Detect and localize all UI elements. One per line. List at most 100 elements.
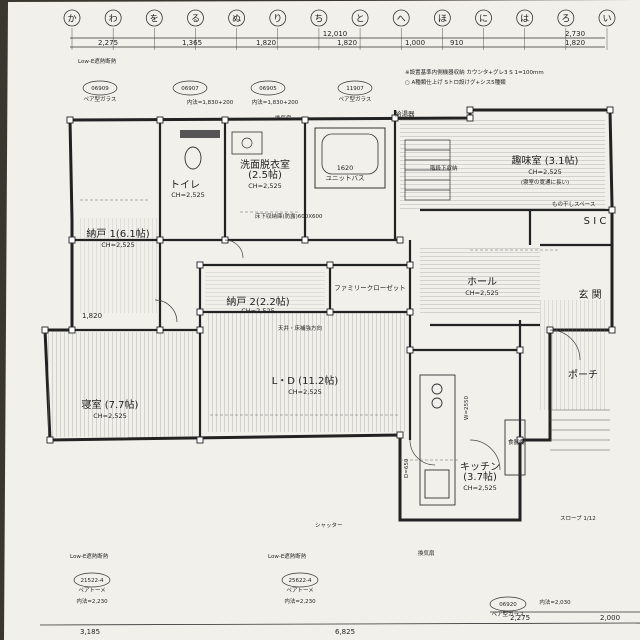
column-marker: [516, 436, 524, 444]
window-top-3-note: ペア型ガラス: [339, 95, 372, 103]
column-marker: [156, 326, 164, 334]
label-exhaust2: 換気扇: [275, 114, 292, 122]
window-top-3-code: 11907: [346, 86, 364, 92]
toilet-counter: [180, 130, 220, 138]
dim-left-0: 1,820: [82, 312, 102, 320]
window-top-1-code: 06907: [181, 86, 199, 92]
room-hall-ch: CH=2,525: [465, 289, 498, 297]
window-tags-bottom: 21522-4 ペアトーメ 内法=2,230 25622-4 ペアトーメ 内法=…: [73, 572, 571, 618]
top-dimension-lines: 12,010 2,275 1,365 1,820 1,820 1,000 910…: [70, 30, 605, 48]
window-top-0-code: 06909: [91, 86, 109, 92]
column-marker: [221, 116, 229, 124]
column-marker: [466, 114, 474, 122]
label-water-heater: 給湯器: [395, 109, 415, 118]
room-hobby-ch: CH=2,525: [528, 168, 561, 176]
bathtub-icon: [321, 133, 379, 175]
room-entrance-name: 玄 関: [578, 288, 601, 301]
dim-top-4: 1,000: [405, 39, 425, 47]
label-shutter: シャッター: [315, 521, 343, 529]
grid-letter: を: [150, 14, 159, 25]
column-marker: [396, 431, 404, 439]
window-bottom-1-height: 内法=2,230: [284, 597, 316, 605]
column-marker: [606, 106, 614, 114]
label-range: W=2550: [464, 395, 470, 420]
toilet-icon: [184, 146, 202, 170]
column-marker: [46, 436, 54, 444]
grid-letter-circle: [269, 9, 287, 27]
column-marker: [406, 346, 414, 354]
grid-letter: ぬ: [232, 14, 241, 25]
dim-top-1: 1,365: [182, 39, 202, 47]
column-marker: [391, 114, 399, 122]
room-bedroom-ch: CH=2,525: [93, 412, 126, 420]
room-washroom-ch: CH=2,525: [248, 182, 281, 190]
grid-letter: ろ: [561, 14, 570, 25]
column-marker: [326, 308, 334, 316]
column-marker: [326, 261, 334, 269]
label-pantry: 食器棚: [508, 438, 525, 446]
room-bath-sub: ユニットバス: [326, 174, 365, 182]
room-porch-name: ポーチ: [568, 369, 598, 381]
grid-letter: か: [67, 14, 76, 25]
window-tags-top: 06909 ペア型ガラス 06907 内法=1,830+200 06905 内法…: [82, 80, 373, 106]
room-washroom-name: 洗面脱衣室: [240, 158, 290, 171]
storage2-floor: [205, 270, 325, 310]
label-slope: スロープ 1/12: [560, 515, 596, 522]
column-marker: [68, 236, 76, 244]
room-hobby-name: 趣味室 (3.1帖): [512, 154, 579, 167]
room-hall-name: ホール: [467, 276, 497, 288]
room-family-closet-name: ファミリークローゼット: [334, 283, 406, 292]
grid-letter: る: [191, 14, 200, 25]
column-marker: [41, 326, 49, 334]
grid-letter-circle: [104, 9, 122, 27]
dim-bottom-1: 6,825: [335, 628, 355, 636]
room-storage2-name: 納戸 2(2.2帖): [226, 295, 289, 308]
bottom-dimension-lines: 3,185 6,825 2,275 2,000 1,820: [39, 312, 640, 636]
grid-letter-circle: [63, 9, 81, 27]
room-storage1-ch: CH=2,525: [101, 241, 134, 249]
window-top-0-note: ペア型ガラス: [84, 95, 117, 103]
room-bath-name: 1620: [337, 164, 354, 172]
room-labels: トイレ CH=2,525 洗面脱衣室 (2.5帖) CH=2,525 1620 …: [82, 154, 607, 492]
misc-labels: 階段下収納 もの干しスペース 食器棚 スロープ 1/12 換気扇 換気扇 シャッ…: [70, 57, 596, 560]
grid-letter-circle: [598, 9, 616, 27]
window-top-1-note: 内法=1,830+200: [187, 98, 234, 106]
room-sic-name: S I C: [584, 216, 607, 227]
column-marker: [516, 346, 524, 354]
window-top-2-note: 内法=1,830+200: [252, 98, 299, 106]
column-marker: [68, 326, 76, 334]
window-bottom-1-code: 25622-4: [289, 578, 312, 584]
dim-bottom-3: 2,000: [600, 614, 620, 622]
window-bottom-2-height: 内法=2,030: [539, 598, 571, 606]
column-marker: [156, 116, 164, 124]
label-floor-store: 床下収納庫(防露)600X600: [255, 212, 323, 220]
column-marker: [406, 308, 414, 316]
note-top-0: ※設置基準内側機器収納 カウンタ+グレ3 S 1=100mm: [405, 68, 544, 76]
grid-letter-circle: [392, 9, 410, 27]
window-bottom-2-code: 06920: [499, 602, 517, 608]
grid-letter: へ: [397, 15, 406, 25]
window-top-2-code: 06905: [259, 86, 277, 92]
grid-letter: わ: [109, 14, 118, 25]
dashed-lines: [80, 199, 560, 461]
sink-icon: [241, 137, 253, 149]
room-kitchen-size: (3.7帖): [463, 470, 497, 483]
label-low-e-top: Low-E遮熱断熱: [78, 57, 117, 65]
grid-letter: ち: [314, 14, 323, 25]
label-hallway-store: 階段下収納: [430, 164, 458, 172]
hobby-floor: [400, 120, 605, 210]
room-toilet-name: トイレ: [170, 180, 200, 191]
grid-letter: り: [273, 14, 282, 25]
grid-letter: に: [479, 14, 488, 25]
grid-letter: と: [356, 14, 365, 25]
grid-letter-circle: [228, 9, 246, 27]
column-marker: [196, 308, 204, 316]
ld-floor: [205, 312, 405, 432]
column-marker: [466, 106, 474, 114]
dim-bottom-2: 2,275: [510, 614, 530, 622]
column-marker: [66, 116, 74, 124]
label-exhaust: 換気扇: [418, 549, 435, 557]
column-marker: [608, 326, 616, 334]
